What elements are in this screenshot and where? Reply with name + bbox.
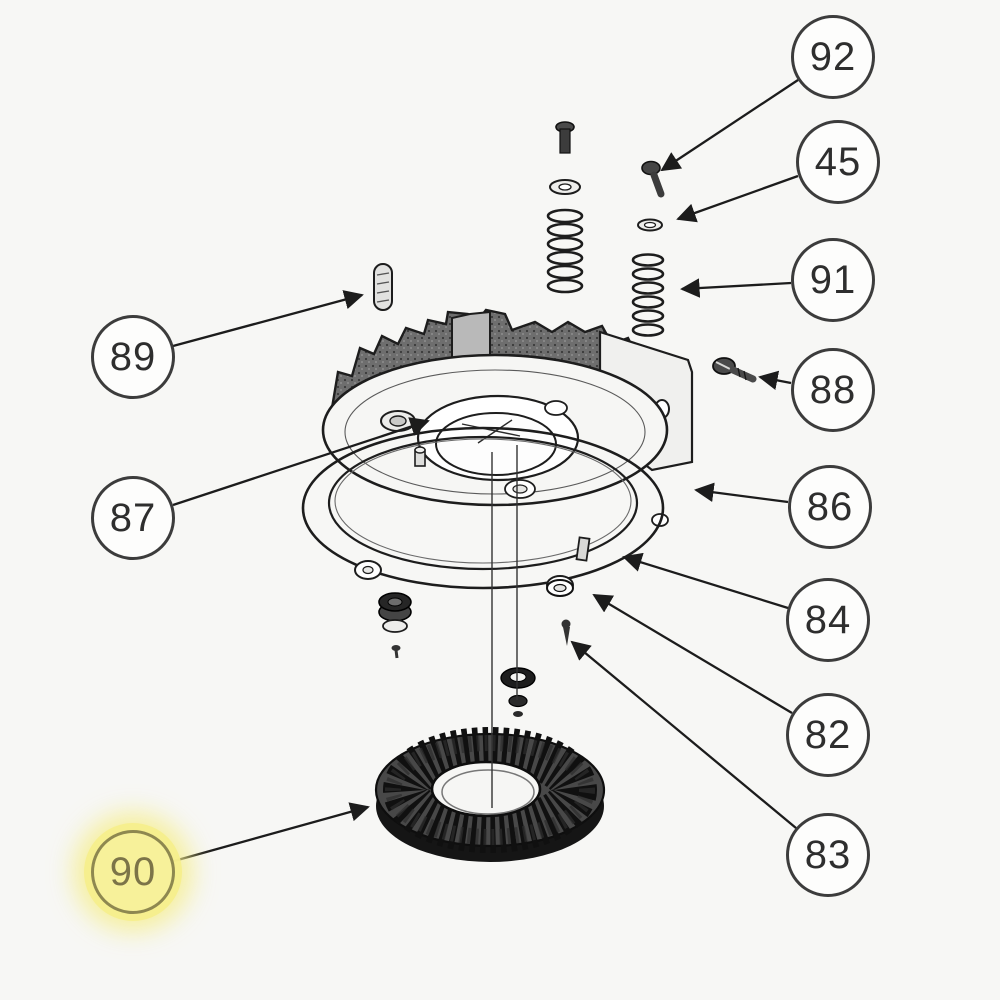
leader-line-88 [758, 370, 792, 390]
callout-82-label: 82 [804, 713, 852, 757]
leader-line-84 [622, 552, 789, 610]
callout-87[interactable]: 87 [91, 476, 175, 560]
callout-45[interactable]: 45 [796, 120, 880, 204]
screw-88 [712, 357, 757, 383]
rim-pin-top [414, 446, 426, 454]
center-screw-assembly [546, 121, 584, 294]
callout-90-label: 90 [109, 850, 157, 894]
center-spring [546, 208, 584, 294]
center-washer-hole [558, 183, 572, 191]
callout-83[interactable]: 83 [786, 813, 870, 897]
callout-45-label: 45 [814, 140, 862, 184]
pin-hatch [376, 290, 390, 294]
callout-88-label: 88 [809, 368, 857, 412]
leader-line-45 [676, 174, 799, 223]
leader-line-86 [694, 482, 789, 504]
center-screw-shaft [559, 128, 571, 154]
callout-92-label: 92 [809, 35, 857, 79]
callout-89[interactable]: 89 [91, 315, 175, 399]
burr-ring-90 [374, 727, 606, 862]
screw-92 [641, 160, 661, 176]
rim-stud-inner [389, 415, 407, 427]
ring-tab-left-hole [362, 565, 374, 575]
clamp-ring-outer [301, 426, 665, 590]
rim-hole-right [544, 400, 568, 416]
leader-line-91 [680, 278, 792, 298]
leader-line-83 [570, 640, 797, 829]
callout-91[interactable]: 91 [791, 238, 875, 322]
lower-left-bushing [378, 592, 412, 659]
callout-83-label: 83 [804, 833, 852, 877]
thrust-washer-stack [500, 667, 536, 717]
callout-87-label: 87 [109, 496, 157, 540]
leader-line-87 [172, 417, 430, 507]
callout-90-highlighted[interactable]: 90 [91, 830, 175, 914]
washer-82-part [546, 579, 574, 597]
clamp-ring-inner [327, 435, 639, 571]
callout-88[interactable]: 88 [791, 348, 875, 432]
screw-88-thread [737, 367, 741, 378]
burr-teeth [383, 727, 597, 853]
washer-45-hole [643, 221, 657, 229]
leader-line-90 [173, 802, 370, 863]
screw-92-shaft [650, 171, 665, 198]
pin-hatch [376, 281, 390, 285]
ring-key-piece [575, 536, 591, 562]
pin-hatch [376, 272, 390, 276]
burr-teeth-fine [385, 735, 595, 845]
screw-88-slot [715, 361, 733, 371]
center-detail-line [461, 423, 521, 437]
leader-lines [172, 79, 799, 863]
leader-line-89 [172, 290, 364, 348]
callout-86-label: 86 [806, 485, 854, 529]
callout-89-label: 89 [109, 335, 157, 379]
pin-hatch [376, 299, 390, 303]
right-screw-assembly [631, 160, 665, 337]
callout-84[interactable]: 84 [786, 578, 870, 662]
tiny-screw [391, 645, 401, 651]
rim-hole-front-inner [512, 484, 528, 494]
clamp-ring-inner-line [334, 438, 632, 564]
housing-rim-inner-line [344, 369, 646, 495]
spring-91 [631, 253, 665, 337]
burr-hole-lip [441, 769, 535, 815]
roll-pin-89 [373, 263, 393, 311]
alignment-lines [491, 445, 518, 808]
screw-88-thread [743, 370, 747, 381]
callout-82[interactable]: 82 [786, 693, 870, 777]
screw-83-part [561, 619, 571, 646]
screw-88-shaft [729, 366, 757, 383]
callout-92[interactable]: 92 [791, 15, 875, 99]
callout-86[interactable]: 86 [788, 465, 872, 549]
callout-91-label: 91 [809, 258, 857, 302]
leader-line-82 [592, 593, 793, 714]
grinder-housing [321, 308, 694, 527]
callout-84-label: 84 [804, 598, 852, 642]
tiny-screw-tip [394, 649, 399, 659]
center-opening-inner [435, 412, 557, 476]
leader-line-92 [660, 79, 799, 172]
